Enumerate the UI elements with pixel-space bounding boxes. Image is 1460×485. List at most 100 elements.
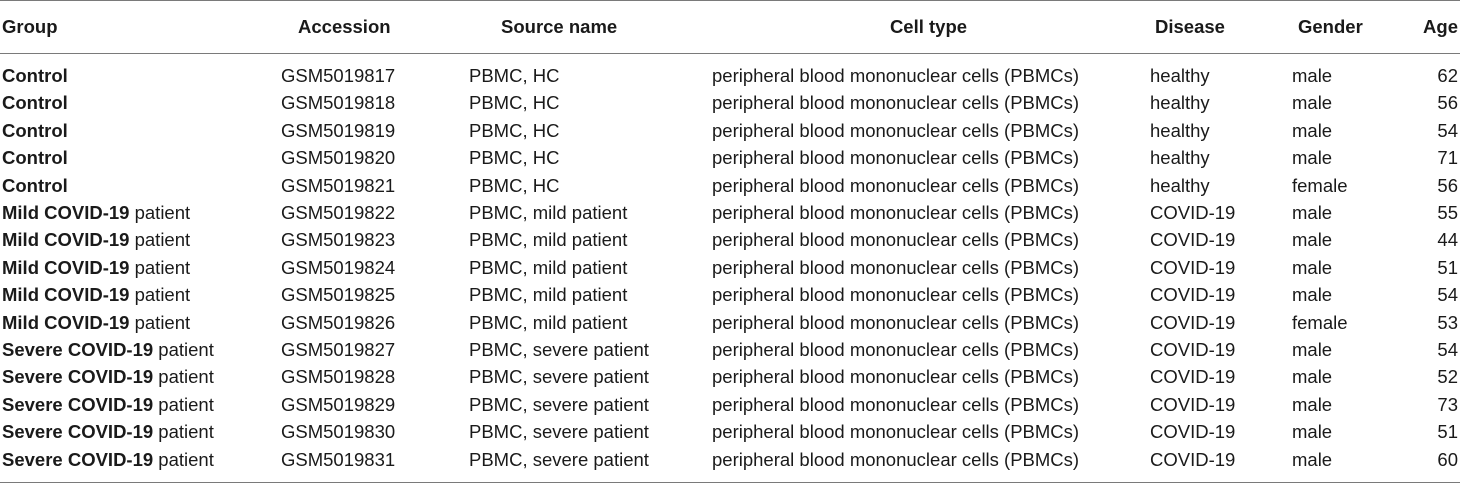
group-suffix: patient [153,393,214,415]
group-suffix: patient [129,284,191,306]
group-suffix: patient [153,448,214,470]
cell-cell-type: peripheral blood mononuclear cells (PBMC… [712,284,1080,306]
cell-cell-type: peripheral blood mononuclear cells (PBMC… [712,393,1080,415]
cell-cell-type: peripheral blood mononuclear cells (PBMC… [712,119,1080,141]
cell-source-name: PBMC, severe patient [469,366,649,388]
cell-group: Severe COVID-19 patient [0,336,270,363]
cell-cell-type: peripheral blood mononuclear cells (PBMC… [712,421,1080,443]
cell-accession: GSM5019825 [281,284,396,306]
cell-source-name: PBMC, severe patient [469,393,649,415]
table-row: Severe COVID-19 patient GSM5019829 PBMC, s… [0,391,1460,418]
cell-cell-type: peripheral blood mononuclear cells (PBMC… [710,445,1147,484]
group-name: Control [2,147,68,169]
cell-accession: GSM5019826 [281,311,396,333]
cell-age: 55 [1437,202,1458,224]
cell-gender: male [1292,421,1333,443]
cell-gender: male [1292,202,1333,224]
cell-age: 54 [1437,284,1458,306]
cell-disease: healthy [1150,92,1210,114]
cell-age: 73 [1437,393,1458,415]
cell-gender: male [1292,339,1333,361]
cell-accession: GSM5019819 [281,119,396,141]
header-group: Group [0,0,270,54]
header-row: Group Accession Source name Cell type Di… [0,0,1460,54]
cell-source-name: PBMC, severe patient [469,421,649,443]
group-suffix: patient [129,256,191,278]
cell-accession: GSM5019821 [281,174,396,196]
cell-disease: COVID-19 [1150,229,1236,251]
cell-accession: GSM5019817 [281,65,396,86]
cell-group: Control [0,144,270,171]
cell-cell-type: peripheral blood mononuclear cells (PBMC… [712,202,1080,224]
cell-accession: GSM5019820 [281,147,396,169]
table-row: Control GSM5019818 PBMC, HC peripheral bloo… [0,89,1460,116]
cell-gender: male [1292,445,1397,484]
cell-group: Control [0,54,270,90]
cell-group: Control [0,89,270,116]
group-suffix: patient [153,366,214,388]
cell-disease: COVID-19 [1150,202,1236,224]
group-name: Control [2,65,68,86]
header-disease: Disease [1147,0,1292,54]
header-age: Age [1397,0,1460,54]
cell-age: 60 [1397,445,1460,484]
header-source-name: Source name [465,0,710,54]
cell-age: 71 [1437,147,1458,169]
cell-disease: healthy [1150,174,1210,196]
cell-source-name: PBMC, HC [469,147,560,169]
cell-group: Mild COVID-19 patient [0,199,270,226]
cell-cell-type: peripheral blood mononuclear cells (PBMC… [712,339,1080,361]
group-name: Control [2,92,68,114]
cell-source-name: PBMC, mild patient [469,202,628,224]
cell-gender: male [1292,65,1333,86]
cell-gender: male [1292,393,1333,415]
cell-accession: GSM5019829 [281,393,396,415]
cell-gender: male [1292,92,1333,114]
cell-source-name: PBMC, mild patient [469,284,628,306]
header-gender: Gender [1292,0,1397,54]
cell-accession: GSM5019818 [281,92,396,114]
group-name: Severe COVID-19 [2,448,154,470]
cell-group: Control [0,117,270,144]
cell-source-name: PBMC, mild patient [469,311,628,333]
cell-source-name: PBMC, mild patient [469,256,628,278]
cell-gender: male [1292,256,1333,278]
cell-disease: COVID-19 [1150,393,1236,415]
cell-group: Severe COVID-19 patient [0,418,270,445]
cell-age: 51 [1437,421,1458,443]
cell-source-name: PBMC, severe patient [469,339,649,361]
cell-cell-type: peripheral blood mononuclear cells (PBMC… [712,229,1080,251]
cell-group: Severe COVID-19 patient [0,391,270,418]
cell-group: Mild COVID-19 patient [0,254,270,281]
cell-age: 53 [1437,311,1458,333]
cell-gender: male [1292,366,1333,388]
group-suffix: patient [129,311,191,333]
header-cell-type: Cell type [710,0,1147,54]
cell-source-name: PBMC, HC [469,119,560,141]
cell-group: Control [0,172,270,199]
cell-accession: GSM5019828 [281,366,396,388]
cell-accession: GSM5019822 [281,202,396,224]
cell-source-name: PBMC, HC [469,65,560,86]
table-row: Control GSM5019819 PBMC, HC peripheral bloo… [0,117,1460,144]
group-name: Severe COVID-19 [2,393,154,415]
cell-cell-type: peripheral blood mononuclear cells (PBMC… [712,92,1080,114]
cell-age: 54 [1437,339,1458,361]
cell-age: 44 [1437,229,1458,251]
cell-source-name: PBMC, HC [469,92,560,114]
group-name: Severe COVID-19 [2,339,154,361]
cell-gender: male [1292,284,1333,306]
header-accession: Accession [270,0,465,54]
cell-age: 56 [1437,174,1458,196]
cell-source-name: PBMC, mild patient [469,229,628,251]
group-suffix: patient [129,229,191,251]
